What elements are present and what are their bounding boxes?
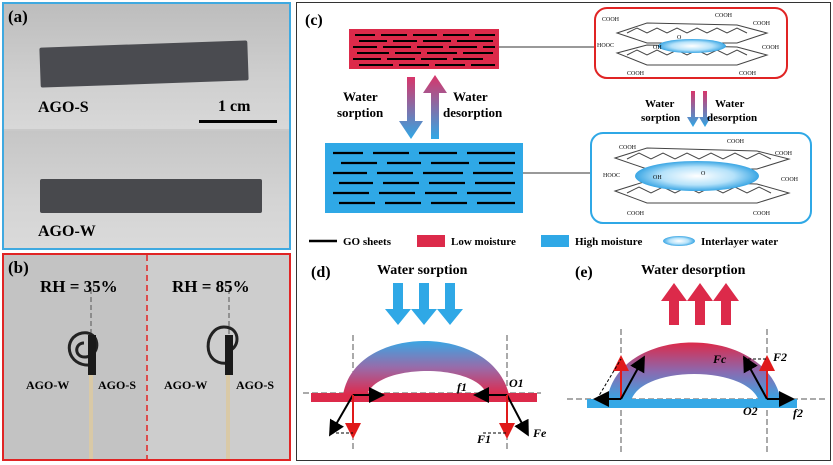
desorption-arrow-small: [687, 91, 699, 127]
panel-a-label: (a): [8, 7, 28, 26]
desorption-arrow: [423, 75, 447, 139]
legend-high-label: High moisture: [575, 236, 642, 248]
sorption-label-2: sorption: [337, 105, 384, 120]
svg-text:COOH: COOH: [627, 71, 645, 77]
svg-text:COOH: COOH: [727, 139, 745, 145]
svg-text:COOH: COOH: [762, 45, 780, 51]
svg-text:O: O: [677, 35, 682, 41]
svg-text:O: O: [701, 171, 706, 177]
legend-water-swatch: [663, 236, 695, 246]
sorption-arrow-small: [699, 91, 711, 127]
force-Fe: Fe: [532, 426, 547, 440]
right-ago-s-label: AGO-S: [236, 378, 275, 392]
svg-text:COOH: COOH: [715, 13, 733, 19]
svg-text:COOH: COOH: [627, 211, 645, 217]
scale-bar: [199, 120, 277, 123]
photo-ago-w: AGO-W: [4, 131, 289, 248]
sorption-label-small-2: sorption: [641, 112, 680, 124]
right-ago-w-label: AGO-W: [164, 378, 208, 392]
legend-go-label: GO sheets: [343, 236, 392, 248]
curled-sample-left: [67, 331, 99, 459]
panel-c-label: (c): [305, 12, 323, 29]
sorption-label-1: Water: [343, 89, 378, 104]
svg-text:HOOC: HOOC: [597, 43, 614, 49]
force-f2: f2: [793, 406, 803, 420]
point-o1: O1: [509, 376, 524, 390]
diagram-d: [303, 283, 541, 449]
desorption-label-small-1: Water: [715, 98, 744, 110]
left-ago-w-label: AGO-W: [26, 378, 70, 392]
rh-35-label: RH = 35%: [40, 277, 118, 296]
legend-low-label: Low moisture: [451, 236, 516, 248]
high-moisture-stack: [325, 143, 523, 213]
svg-text:COOH: COOH: [775, 151, 793, 157]
svg-text:COOH: COOH: [753, 21, 771, 27]
panel-a: (a) AGO-S 1 cm AGO-W: [2, 2, 291, 250]
left-ago-s-label: AGO-S: [98, 378, 137, 392]
point-o2: O2: [743, 404, 758, 418]
legend-water-label: Interlayer water: [701, 236, 778, 248]
svg-text:COOH: COOH: [753, 211, 771, 217]
rh-85-label: RH = 85%: [172, 277, 250, 296]
panel-d-title: Water sorption: [377, 263, 468, 278]
svg-text:HOOC: HOOC: [603, 173, 620, 179]
svg-text:COOH: COOH: [619, 145, 637, 151]
ago-w-strip: [40, 179, 262, 213]
low-moisture-stack: [349, 29, 499, 69]
zoom-high-moisture: COOH COOH COOH HOOC COOH COOH COOH OH O: [590, 132, 812, 224]
desorption-label-1: Water: [453, 89, 488, 104]
svg-text:COOH: COOH: [602, 17, 620, 23]
legend-low-swatch: [417, 235, 445, 247]
svg-text:OH: OH: [653, 175, 662, 181]
schematic: COOH COOH COOH HOOC COOH COOH COOH OH O: [303, 7, 825, 453]
diagram-e: [567, 283, 825, 453]
svg-text:OH: OH: [653, 45, 662, 51]
force-F2: F2: [772, 350, 787, 364]
force-F1: F1: [476, 432, 491, 446]
photo-ago-s: (a) AGO-S 1 cm: [4, 4, 289, 129]
ago-s-label: AGO-S: [38, 99, 89, 116]
ago-s-strip: [39, 40, 249, 88]
curled-sample-right: [206, 325, 239, 459]
panel-cde: COOH COOH COOH HOOC COOH COOH COOH OH O: [296, 2, 831, 461]
panel-e-label: (e): [575, 264, 593, 281]
force-Fc: Fc: [712, 352, 727, 366]
desorption-label-2: desorption: [443, 105, 503, 120]
legend: [309, 235, 695, 247]
panel-b: (b) RH = 35% RH = 85% AGO-W AGO-S AGO-W …: [2, 253, 291, 461]
panel-e-title: Water desorption: [641, 263, 746, 278]
panel-b-label: (b): [8, 258, 29, 277]
desorption-label-small-2: desorption: [707, 112, 757, 124]
panel-d-label: (d): [311, 264, 331, 281]
svg-text:COOH: COOH: [781, 177, 799, 183]
force-f1: f1: [457, 380, 467, 394]
legend-high-swatch: [541, 235, 569, 247]
svg-text:COOH: COOH: [739, 71, 757, 77]
zoom-low-moisture: COOH COOH COOH HOOC COOH COOH COOH OH O: [594, 7, 788, 79]
ago-w-label: AGO-W: [38, 223, 96, 240]
panel-b-photo: [4, 255, 289, 459]
sorption-arrow: [399, 77, 423, 139]
sorption-label-small-1: Water: [645, 98, 674, 110]
scale-bar-label: 1 cm: [218, 98, 251, 115]
